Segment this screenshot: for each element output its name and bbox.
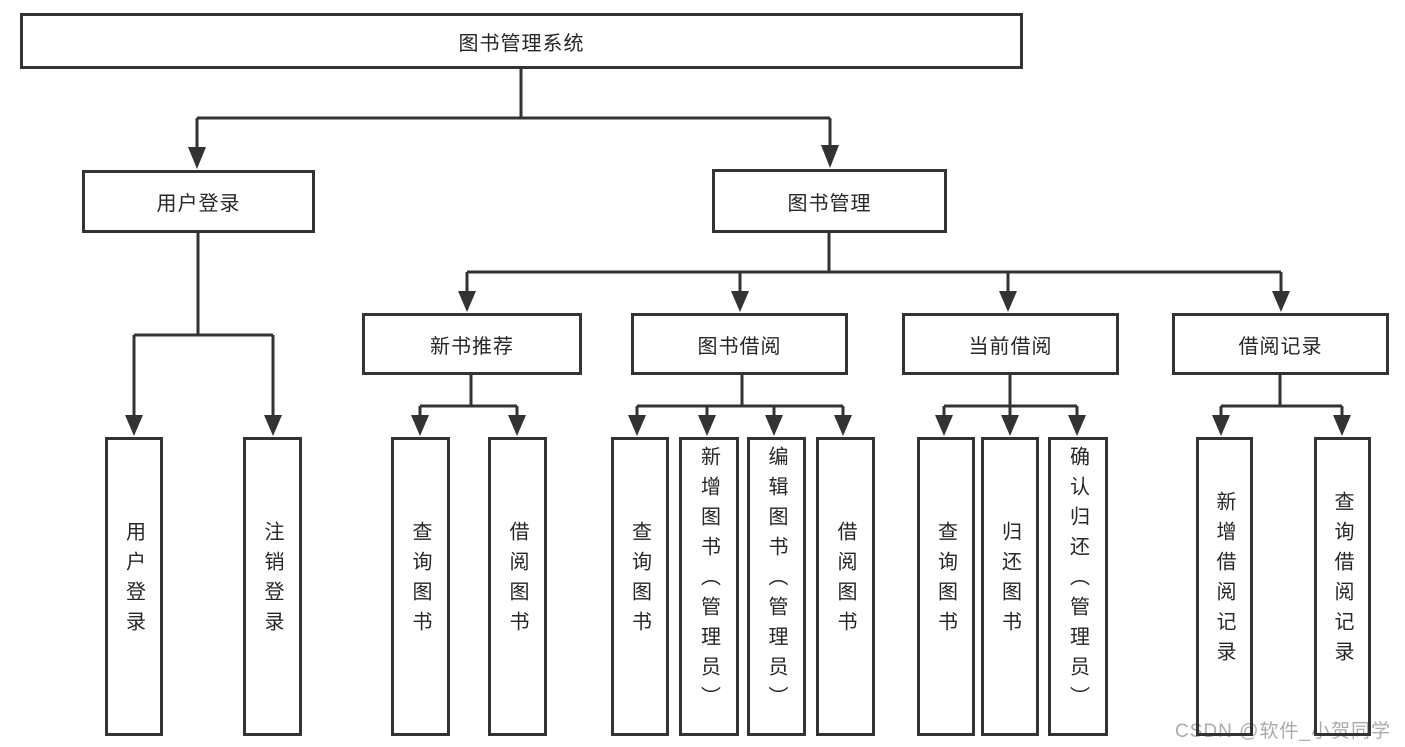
node-user-login: 用户登录 bbox=[82, 170, 315, 233]
leaf-borrow-query: 查询图书 bbox=[611, 437, 669, 736]
leaf-current-return-label: 归还图书 bbox=[998, 520, 1021, 641]
leaf-record-add-label: 新增借阅记录 bbox=[1213, 490, 1235, 671]
node-borrow-record: 借阅记录 bbox=[1172, 313, 1389, 375]
leaf-record-query-label: 查询借阅记录 bbox=[1331, 490, 1353, 671]
leaf-borrow-borrow-label: 借阅图书 bbox=[834, 520, 856, 641]
node-root: 图书管理系统 bbox=[20, 13, 1023, 69]
leaf-current-query-label: 查询图书 bbox=[934, 520, 957, 641]
leaf-borrow-query-label: 查询图书 bbox=[628, 520, 651, 641]
node-current-borrow: 当前借阅 bbox=[902, 313, 1119, 375]
node-book-borrow: 图书借阅 bbox=[631, 313, 848, 375]
leaf-current-query: 查询图书 bbox=[917, 437, 975, 736]
leaf-newbook-borrow: 借阅图书 bbox=[488, 437, 547, 736]
leaf-newbook-query-label: 查询图书 bbox=[409, 520, 431, 641]
node-current-borrow-label: 当前借阅 bbox=[968, 335, 1053, 358]
leaf-borrow-edit-admin: 编辑图书（管理员） bbox=[747, 437, 806, 736]
node-new-book-recommend: 新书推荐 bbox=[362, 313, 582, 375]
node-root-label: 图书管理系统 bbox=[458, 32, 585, 55]
leaf-record-query: 查询借阅记录 bbox=[1314, 437, 1371, 736]
csdn-watermark: CSDN @软件_小贺同学 bbox=[1175, 721, 1391, 742]
node-book-borrow-label: 图书借阅 bbox=[697, 335, 782, 358]
node-new-book-recommend-label: 新书推荐 bbox=[430, 335, 514, 358]
leaf-user-login: 用户登录 bbox=[105, 437, 163, 736]
leaf-borrow-edit-admin-label: 编辑图书（管理员） bbox=[765, 445, 787, 716]
leaf-current-confirm-admin-label: 确认归还（管理员） bbox=[1066, 445, 1089, 716]
leaf-newbook-query: 查询图书 bbox=[391, 437, 450, 736]
leaf-record-add: 新增借阅记录 bbox=[1196, 437, 1253, 736]
node-book-management: 图书管理 bbox=[712, 169, 947, 233]
leaf-borrow-add-admin-label: 新增图书（管理员） bbox=[697, 445, 720, 716]
leaf-current-confirm-admin: 确认归还（管理员） bbox=[1048, 437, 1108, 736]
leaf-logout: 注销登录 bbox=[243, 437, 302, 736]
node-borrow-record-label: 借阅记录 bbox=[1238, 335, 1323, 358]
leaf-user-login-label: 用户登录 bbox=[122, 520, 145, 641]
leaf-newbook-borrow-label: 借阅图书 bbox=[506, 520, 528, 641]
leaf-logout-label: 注销登录 bbox=[261, 520, 283, 641]
leaf-borrow-add-admin: 新增图书（管理员） bbox=[679, 437, 739, 736]
node-user-login-label: 用户登录 bbox=[156, 193, 241, 215]
node-book-management-label: 图书管理 bbox=[787, 192, 872, 215]
leaf-current-return: 归还图书 bbox=[981, 437, 1039, 736]
leaf-borrow-borrow: 借阅图书 bbox=[816, 437, 875, 736]
